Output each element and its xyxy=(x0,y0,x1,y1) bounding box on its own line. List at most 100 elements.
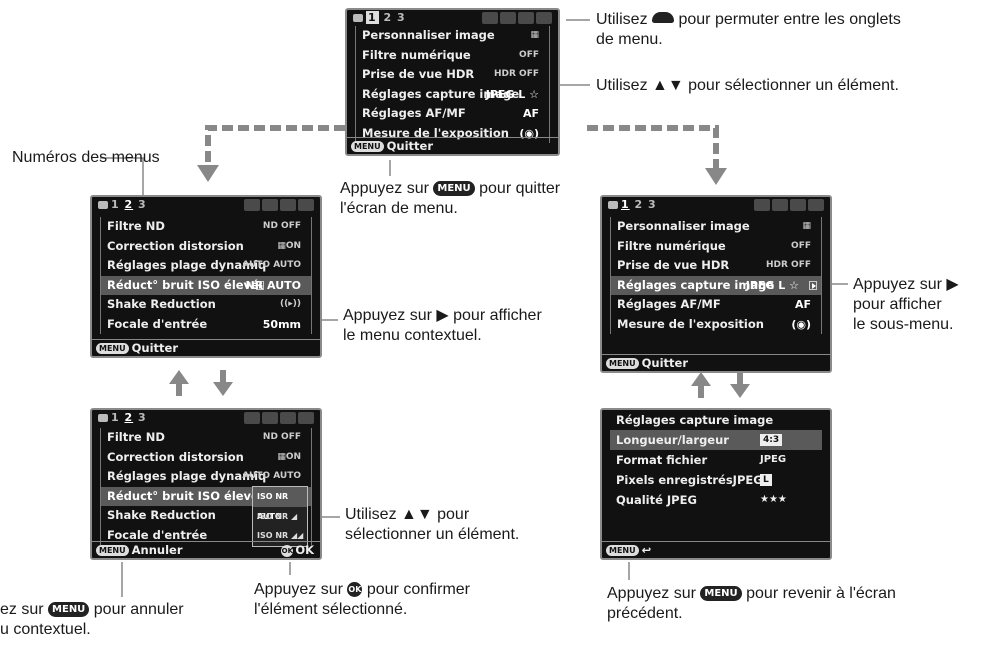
note-back: Appuyez sur MENU pour revenir à l'écran … xyxy=(607,585,896,622)
arrow-down-right-2 xyxy=(730,384,750,398)
tab-1[interactable]: 1 xyxy=(111,198,120,211)
menu-key-icon: MENU xyxy=(433,181,475,196)
tab-3[interactable]: 3 xyxy=(138,198,147,211)
submenu-item[interactable]: Qualité JPEG★★★ xyxy=(616,493,787,507)
ok-label: OK xyxy=(295,543,314,557)
arrow-up-left xyxy=(169,370,189,384)
footer: MENU↩ xyxy=(602,541,830,558)
tab-1[interactable]: 1 xyxy=(366,11,379,24)
camera-icon xyxy=(353,14,363,22)
tab-3[interactable]: 3 xyxy=(138,411,147,424)
camera-icon xyxy=(98,414,108,422)
tab-bar[interactable]: 1 2 3 xyxy=(347,10,558,26)
tab-1[interactable]: 1 xyxy=(621,198,630,211)
menu-key-icon: MENU xyxy=(700,586,742,601)
footer-label: Quitter xyxy=(641,356,688,370)
submenu-arrow-icon xyxy=(256,280,264,290)
arrow-down-right xyxy=(705,168,727,185)
note-cancel: ez sur MENU pour annuler u contextuel. xyxy=(0,601,184,638)
menu-item[interactable]: Mesure de l'exposition(◉) xyxy=(617,316,811,331)
tab-2[interactable]: 2 xyxy=(383,11,393,24)
menu-item[interactable]: Personnaliser image▦ xyxy=(362,28,539,42)
context-popup: ISO NR AUTO ISO NR ◢ ISO NR ◢◢ xyxy=(252,486,308,547)
popup-option[interactable]: ISO NR ◢◢ xyxy=(257,531,304,540)
menu-item[interactable]: Correction distorsion▦ON xyxy=(107,238,301,253)
tab-2[interactable]: 2 xyxy=(124,411,134,424)
arrow-up-right xyxy=(691,372,711,386)
menu-item[interactable]: Shake Reduction xyxy=(107,508,216,522)
ok-key-icon: OK xyxy=(347,582,363,597)
footer-label: Quitter xyxy=(386,139,433,153)
tab-2[interactable]: 2 xyxy=(634,198,644,211)
menu-item[interactable]: Focale d'entrée xyxy=(107,527,208,542)
other-tabs[interactable] xyxy=(244,199,314,211)
menu-item[interactable]: Correction distorsion▦ON xyxy=(107,449,301,464)
note-select-top: Utilisez ▲▼ pour sélectionner un élément… xyxy=(596,77,899,94)
menu-key-icon: MENU xyxy=(351,141,384,152)
menu-item[interactable]: Personnaliser image▦ xyxy=(617,219,811,233)
menu-item[interactable]: Shake Reduction((▸)) xyxy=(107,297,301,311)
tab-bar[interactable]: 1 2 3 xyxy=(602,197,830,213)
note-quit: Appuyez sur MENU pour quitter l'écran de… xyxy=(340,180,561,217)
dial-icon xyxy=(652,12,675,23)
dashed-connector-right xyxy=(587,125,719,168)
menu-key-icon: MENU xyxy=(48,602,90,617)
note-tabs: Utilisez pour permuter entre les onglets… xyxy=(596,11,901,48)
back-icon: ↩ xyxy=(641,543,652,557)
dashed-connector-left xyxy=(205,125,345,165)
ok-key-icon: OK xyxy=(281,544,294,557)
submenu-arrow-icon xyxy=(809,280,817,290)
tab-2[interactable]: 2 xyxy=(124,198,134,211)
tab-3[interactable]: 3 xyxy=(397,11,406,24)
right-menu-screen: 1 2 3 Personnaliser image▦ Filtre numéri… xyxy=(600,195,832,373)
popup-option[interactable]: ISO NR AUTO xyxy=(253,487,307,521)
tab-3[interactable]: 3 xyxy=(648,198,657,211)
arrow-down-left xyxy=(197,165,219,182)
submenu-title: Réglages capture image xyxy=(616,413,774,427)
footer-label: Quitter xyxy=(131,341,178,355)
menu-key-icon: MENU xyxy=(96,545,129,556)
camera-icon xyxy=(98,201,108,209)
tab-1[interactable]: 1 xyxy=(111,411,120,424)
arrow-down-left-2 xyxy=(213,382,233,396)
other-tabs[interactable] xyxy=(482,12,552,24)
cancel-label: Annuler xyxy=(131,543,183,557)
menu-key-icon: MENU xyxy=(96,343,129,354)
note-confirm: Appuyez sur OK pour confirmer l'élément … xyxy=(254,581,470,618)
menu-key-icon: MENU xyxy=(606,358,639,369)
note-menu-numbers: Numéros des menus xyxy=(12,149,160,166)
popup-option[interactable]: ISO NR ◢ xyxy=(257,511,298,521)
tab-bar[interactable]: 1 2 3 xyxy=(92,197,320,213)
menu-item[interactable]: Mesure de l'exposition(◉) xyxy=(362,125,539,140)
menu-key-icon: MENU xyxy=(606,545,639,556)
other-tabs[interactable] xyxy=(244,412,314,424)
tab-bar[interactable]: 1 2 3 xyxy=(92,410,320,426)
other-tabs[interactable] xyxy=(754,199,824,211)
